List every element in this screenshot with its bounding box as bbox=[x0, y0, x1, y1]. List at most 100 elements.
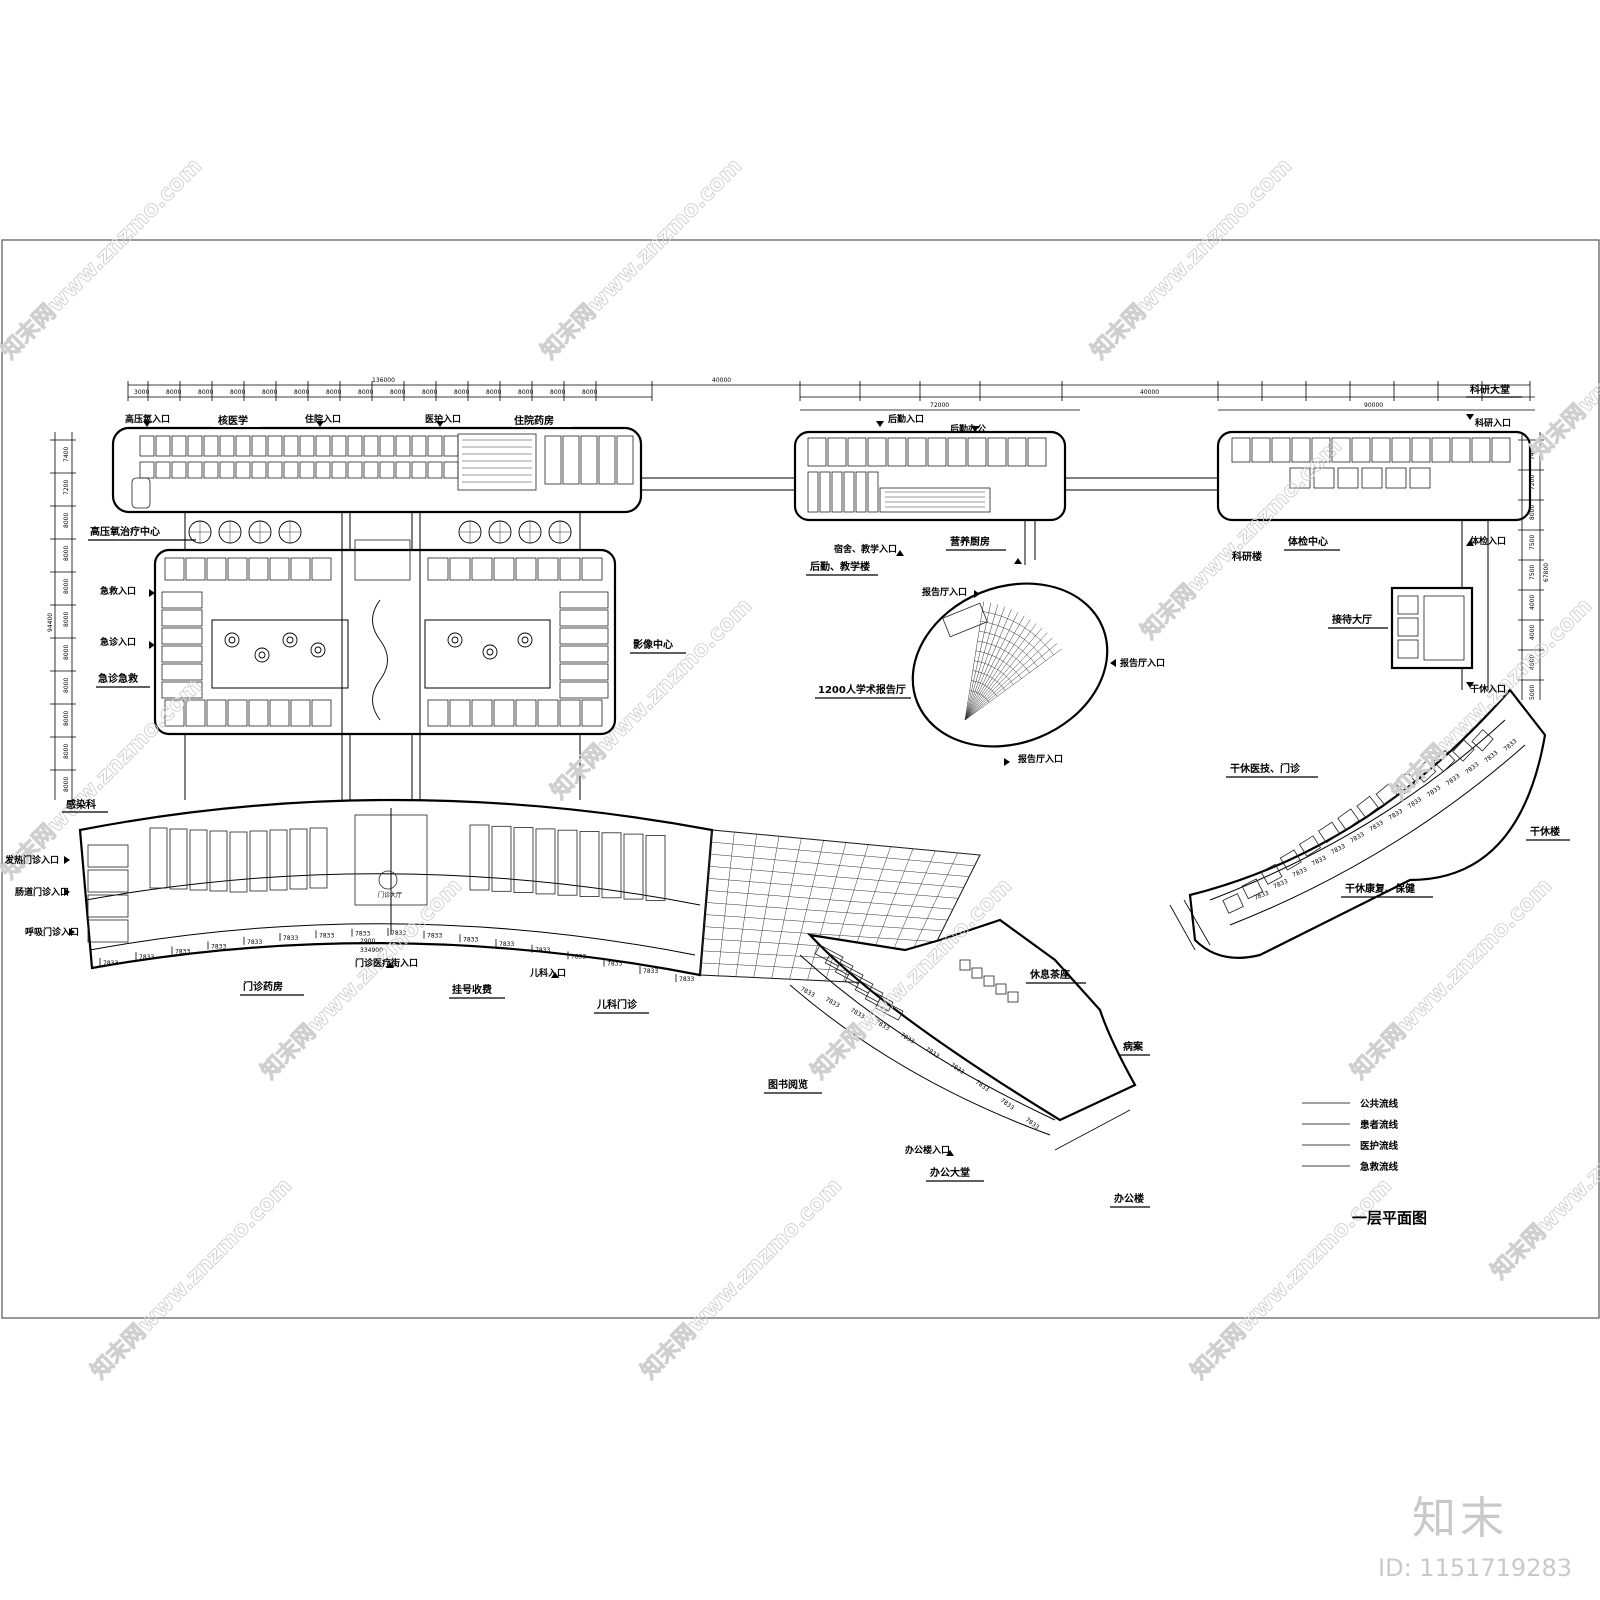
dim-right-overall: 67800 bbox=[1543, 563, 1550, 582]
label-fever-entry: 发热门诊入口 bbox=[4, 854, 59, 866]
dim-left-overall: 94400 bbox=[47, 613, 54, 632]
dim-bay-label: 8000 bbox=[582, 389, 597, 396]
auditorium-ellipse bbox=[911, 582, 1109, 748]
label-hyperbaric-entry: 高压氧入口 bbox=[125, 413, 170, 425]
entry-arrow-icon bbox=[971, 426, 979, 432]
entry-arrow-icon bbox=[876, 421, 884, 427]
dim-right-bay-label: 5000 bbox=[1529, 685, 1536, 700]
dim-arc-bay: 7833 bbox=[139, 954, 154, 961]
dim-arc-bay: 7833 bbox=[643, 968, 658, 975]
watermark-text: 知末网www.znzmo.com bbox=[86, 1173, 297, 1384]
label-registration: 挂号收费 bbox=[452, 983, 492, 996]
dim-bay-label: 8000 bbox=[550, 389, 565, 396]
dim-bay-label: 8000 bbox=[326, 389, 341, 396]
dim-arc-bay: 7833 bbox=[283, 935, 298, 942]
dim-office-bay: 7833 bbox=[824, 996, 841, 1010]
dim-office-bay: 7833 bbox=[799, 986, 816, 999]
dim-bay-label: 8000 bbox=[486, 389, 501, 396]
dim-arc-bay: 7833 bbox=[247, 939, 262, 946]
dim-top-gap-2: 40000 bbox=[1140, 389, 1159, 396]
label-library: 图书阅览 bbox=[768, 1078, 808, 1091]
dim-arc-bay: 7833 bbox=[355, 931, 370, 938]
label-research-hall: 科研大堂 bbox=[1470, 383, 1510, 396]
watermark-text: 知末网www.znzmo.com bbox=[536, 153, 747, 364]
legend-emergency-flow: 急救流线 bbox=[1360, 1161, 1399, 1173]
legend-patient-flow: 患者流线 bbox=[1360, 1119, 1399, 1131]
dim-right-bay-label: 7500 bbox=[1529, 565, 1536, 580]
label-hall-entry-3: 报告厅入口 bbox=[1018, 753, 1063, 765]
watermark-text: 知末网www.znzmo.com bbox=[1486, 1073, 1600, 1284]
entry-arrow-icon bbox=[64, 856, 70, 864]
dim-office-bay: 7833 bbox=[949, 1062, 966, 1076]
dim-left-bay-label: 8000 bbox=[63, 744, 70, 759]
north-west-block bbox=[111, 426, 643, 514]
dim-left-bay-label: 7400 bbox=[63, 447, 70, 462]
entry-arrow-icon bbox=[149, 589, 155, 597]
label-medical-staff-entry: 医护入口 bbox=[425, 413, 461, 425]
entry-arrow-icon bbox=[1014, 558, 1022, 564]
dim-bay-label: 8000 bbox=[198, 389, 213, 396]
dim-left-bay-label: 7200 bbox=[63, 480, 70, 495]
entry-arrow-icon bbox=[896, 550, 904, 556]
image-id: ID: 1151719283 bbox=[1378, 1554, 1572, 1582]
dim-arc-bay: 7833 bbox=[211, 943, 226, 950]
dim-arc-bay: 7833 bbox=[679, 976, 694, 983]
entry-arrow-icon bbox=[69, 928, 75, 936]
dim-right-bay-label: 4000 bbox=[1529, 595, 1536, 610]
label-archives: 病案 bbox=[1123, 1040, 1144, 1053]
dim-bay-label: 8000 bbox=[262, 389, 277, 396]
label-inpatient-entry: 住院入口 bbox=[305, 413, 341, 425]
label-outpatient-hall: 门诊大厅 bbox=[378, 891, 402, 899]
label-dorm-entry: 宿舍、教学入口 bbox=[834, 543, 897, 555]
dim-arc-bay: 7833 bbox=[319, 932, 334, 939]
label-hall-entry-1: 报告厅入口 bbox=[922, 586, 967, 598]
dim-arc-overall: 334900 bbox=[360, 947, 383, 954]
dim-arc-bay: 7833 bbox=[499, 941, 514, 948]
watermark-layer: 知末网www.znzmo.com 知末网www.znzmo.com 知末网www.z… bbox=[0, 153, 1600, 1385]
dim-right-bay-label: 7400 bbox=[1529, 445, 1536, 460]
entry-arrow-icon bbox=[436, 421, 444, 427]
dim-arc-bay: 7833 bbox=[463, 936, 478, 943]
label-emergency: 急诊急救 bbox=[98, 672, 138, 685]
label-office-lobby: 办公大堂 bbox=[930, 1166, 970, 1179]
dim-bay-label: 8000 bbox=[230, 389, 245, 396]
dim-arc-sub: 2900 bbox=[360, 938, 375, 945]
canopy-grid bbox=[699, 829, 981, 986]
left-dimension-chain: 94400 7400720080008000800080008000800080… bbox=[47, 432, 76, 800]
label-imaging-center: 影像中心 bbox=[633, 638, 673, 651]
label-research-entry: 科研入口 bbox=[1475, 417, 1511, 429]
label-research-building: 科研楼 bbox=[1232, 550, 1262, 563]
entry-arrow-icon bbox=[1466, 540, 1474, 546]
label-emergency-entry: 急诊入口 bbox=[100, 636, 136, 648]
entry-arrow-icon bbox=[149, 641, 155, 649]
dim-arc-bay: 7833 bbox=[427, 933, 442, 940]
dim-bay-label: 8000 bbox=[390, 389, 405, 396]
plan-title: 一层平面图 bbox=[1352, 1209, 1427, 1227]
label-emergency-rescue-entry: 急救入口 bbox=[100, 585, 136, 597]
entry-arrow-icon bbox=[974, 590, 980, 598]
dim-right-bay-label: 4000 bbox=[1529, 625, 1536, 640]
watermark-text: 知末网www.znzmo.com bbox=[636, 1173, 847, 1384]
dim-left-bay-label: 8000 bbox=[63, 777, 70, 792]
dim-right-bay-label: 8000 bbox=[1529, 505, 1536, 520]
label-pediatric-entry: 儿科入口 bbox=[529, 967, 566, 979]
dim-left-bay-label: 8000 bbox=[63, 612, 70, 627]
retiree-arc-building: 7833783378337833783378337833783378337833… bbox=[1169, 688, 1547, 959]
dim-bay-label: 8000 bbox=[454, 389, 469, 396]
label-nutrition-kitchen: 营养厨房 bbox=[950, 535, 990, 548]
label-office-building: 办公楼 bbox=[1114, 1192, 1144, 1205]
label-tea-lounge: 休息茶座 bbox=[1029, 968, 1070, 981]
entry-arrow-icon bbox=[386, 962, 394, 968]
dim-bay-label: 8000 bbox=[294, 389, 309, 396]
dim-left-bay-label: 8000 bbox=[63, 678, 70, 693]
dim-right-bay-label: 7500 bbox=[1529, 535, 1536, 550]
label-retiree-building: 干休楼 bbox=[1530, 825, 1560, 838]
label-retiree-entry: 干休入口 bbox=[1470, 683, 1506, 695]
watermark-text: 知末网www.znzmo.com bbox=[1186, 1173, 1397, 1384]
dim-arc-bay: 7833 bbox=[535, 947, 550, 954]
dim-arc-bay: 7833 bbox=[175, 949, 190, 956]
watermark-text: 知末网www.znzmo.com bbox=[1526, 253, 1600, 464]
label-inpatient-pharmacy: 住院药房 bbox=[514, 414, 554, 427]
dim-left-bay-label: 8000 bbox=[63, 579, 70, 594]
